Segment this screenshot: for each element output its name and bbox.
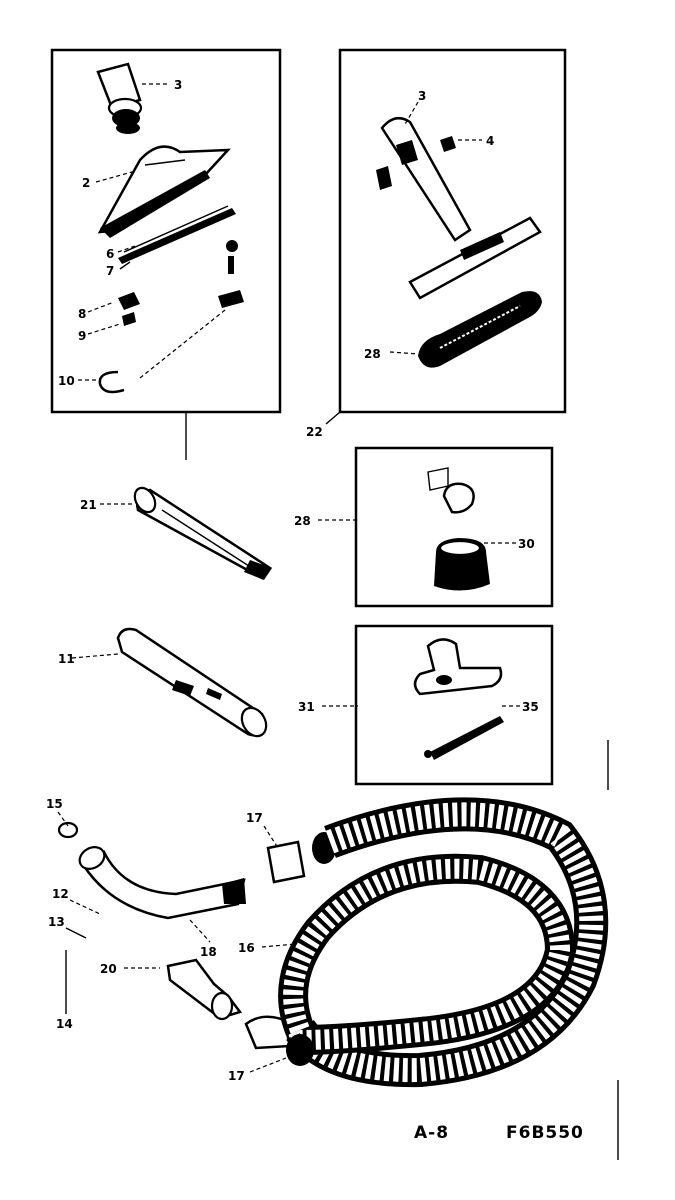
label-part-3-tool: 3: [418, 89, 426, 103]
floor-tool-parts: [376, 116, 542, 368]
label-part-18: 18: [200, 945, 217, 959]
label-part-22-assembly: 22: [306, 425, 323, 439]
label-part-9: 9: [78, 329, 86, 343]
floor-brush-box: [50, 48, 282, 414]
label-part-3-elbow: 3: [174, 78, 182, 92]
label-part-8: 8: [78, 307, 86, 321]
upholstery-tool-parts: [413, 638, 504, 760]
label-part-30: 30: [518, 537, 535, 551]
label-part-16-hose: 16: [238, 941, 255, 955]
label-part-14: 14: [56, 1017, 73, 1031]
dusting-brush-box: [354, 446, 554, 608]
label-part-10-clip: 10: [58, 374, 75, 388]
label-part-7: 7: [106, 264, 114, 278]
floor-brush-parts: [96, 62, 244, 394]
label-part-11-wand: 11: [58, 652, 75, 666]
floor-brush-leaders: [78, 83, 168, 381]
hose-assembly: [57, 797, 609, 1088]
crevice-tool: [133, 486, 272, 580]
leader-11: [71, 653, 119, 659]
label-part-35: 35: [522, 700, 539, 714]
label-part-13: 13: [48, 915, 65, 929]
label-part-28-box3: 28: [294, 514, 311, 528]
label-part-15: 15: [46, 797, 63, 811]
hose-leaders: [57, 811, 297, 1073]
label-part-20-adapter: 20: [100, 962, 117, 976]
label-part-21-crevice-tool: 21: [80, 498, 97, 512]
floor-tool-box: [338, 48, 567, 414]
extension-wand: [116, 627, 268, 738]
label-part-28-brush: 28: [364, 347, 381, 361]
label-part-12: 12: [52, 887, 69, 901]
dusting-brush-parts: [427, 467, 490, 591]
upholstery-tool-box: [354, 624, 554, 786]
label-part-17-bottom: 17: [228, 1069, 245, 1083]
floor-tool-leaders: [325, 101, 482, 425]
label-part-31: 31: [298, 700, 315, 714]
label-part-6-strip: 6: [106, 247, 114, 261]
label-part-2-brush-head: 2: [82, 176, 90, 190]
label-part-4: 4: [486, 134, 494, 148]
model-code-label: F6B550: [506, 1123, 584, 1143]
diagram-ref-label: A-8: [414, 1123, 449, 1143]
label-part-17-top: 17: [246, 811, 263, 825]
